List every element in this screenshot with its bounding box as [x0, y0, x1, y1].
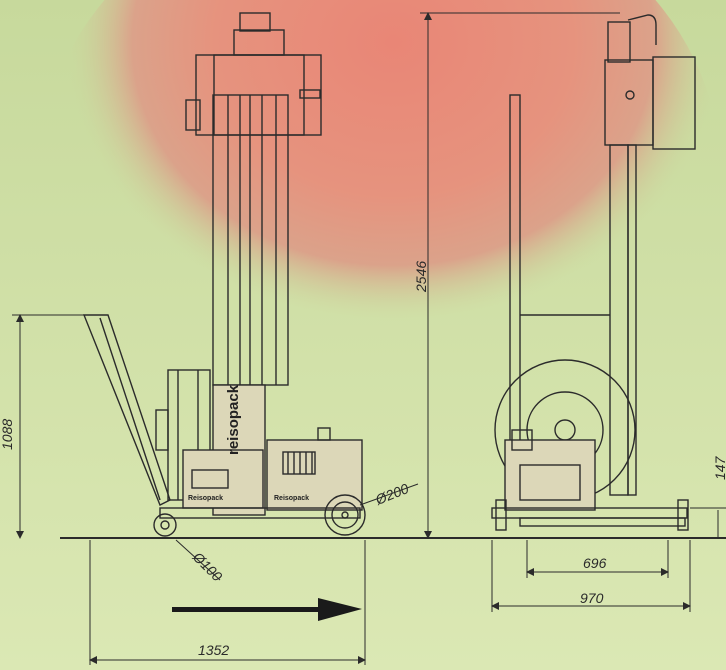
dim-side-outer: 970: [580, 590, 604, 606]
direction-arrow: [172, 598, 362, 621]
brand-label-right: Reisopack: [274, 495, 309, 502]
side-view-machine: [491, 14, 696, 531]
dim-base-width: 1352: [198, 642, 229, 658]
brand-label-vertical: reisopack: [225, 384, 242, 455]
background-apple: [40, 0, 720, 460]
dimension-lines: [12, 12, 726, 665]
dim-total-height: 2546: [413, 261, 429, 293]
dim-handle-height: 1088: [0, 419, 15, 450]
dim-side-inner: 696: [583, 555, 607, 571]
front-view-machine: [82, 12, 366, 537]
dim-right-partial: 147: [712, 455, 726, 480]
brand-label-left: Reisopack: [188, 495, 223, 502]
